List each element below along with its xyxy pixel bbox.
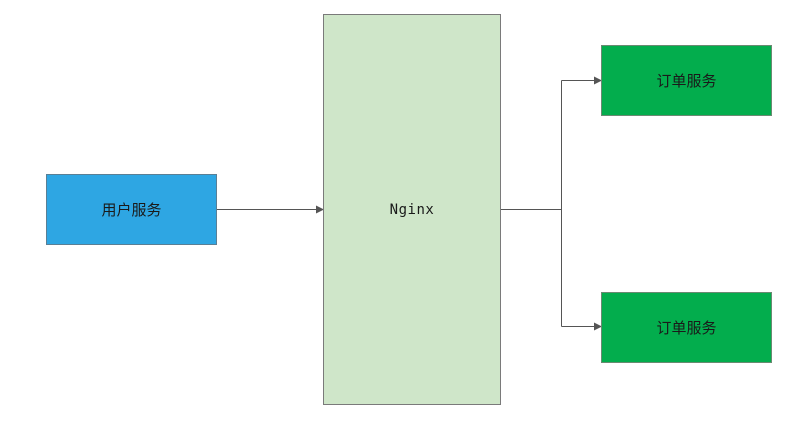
user-service-label: 用户服务 — [101, 201, 162, 219]
order-service-label-1: 订单服务 — [656, 72, 717, 90]
arrowhead-nginx-to-order-1 — [594, 76, 602, 85]
nginx-node: Nginx — [323, 14, 501, 405]
arrowhead-user-to-nginx — [316, 205, 324, 214]
order-service-node-1: 订单服务 — [601, 45, 772, 116]
user-service-node: 用户服务 — [46, 174, 217, 245]
arrowhead-nginx-to-order-2 — [594, 322, 602, 331]
nginx-label: Nginx — [389, 201, 435, 218]
order-service-node-2: 订单服务 — [601, 292, 772, 363]
order-service-label-2: 订单服务 — [656, 319, 717, 337]
